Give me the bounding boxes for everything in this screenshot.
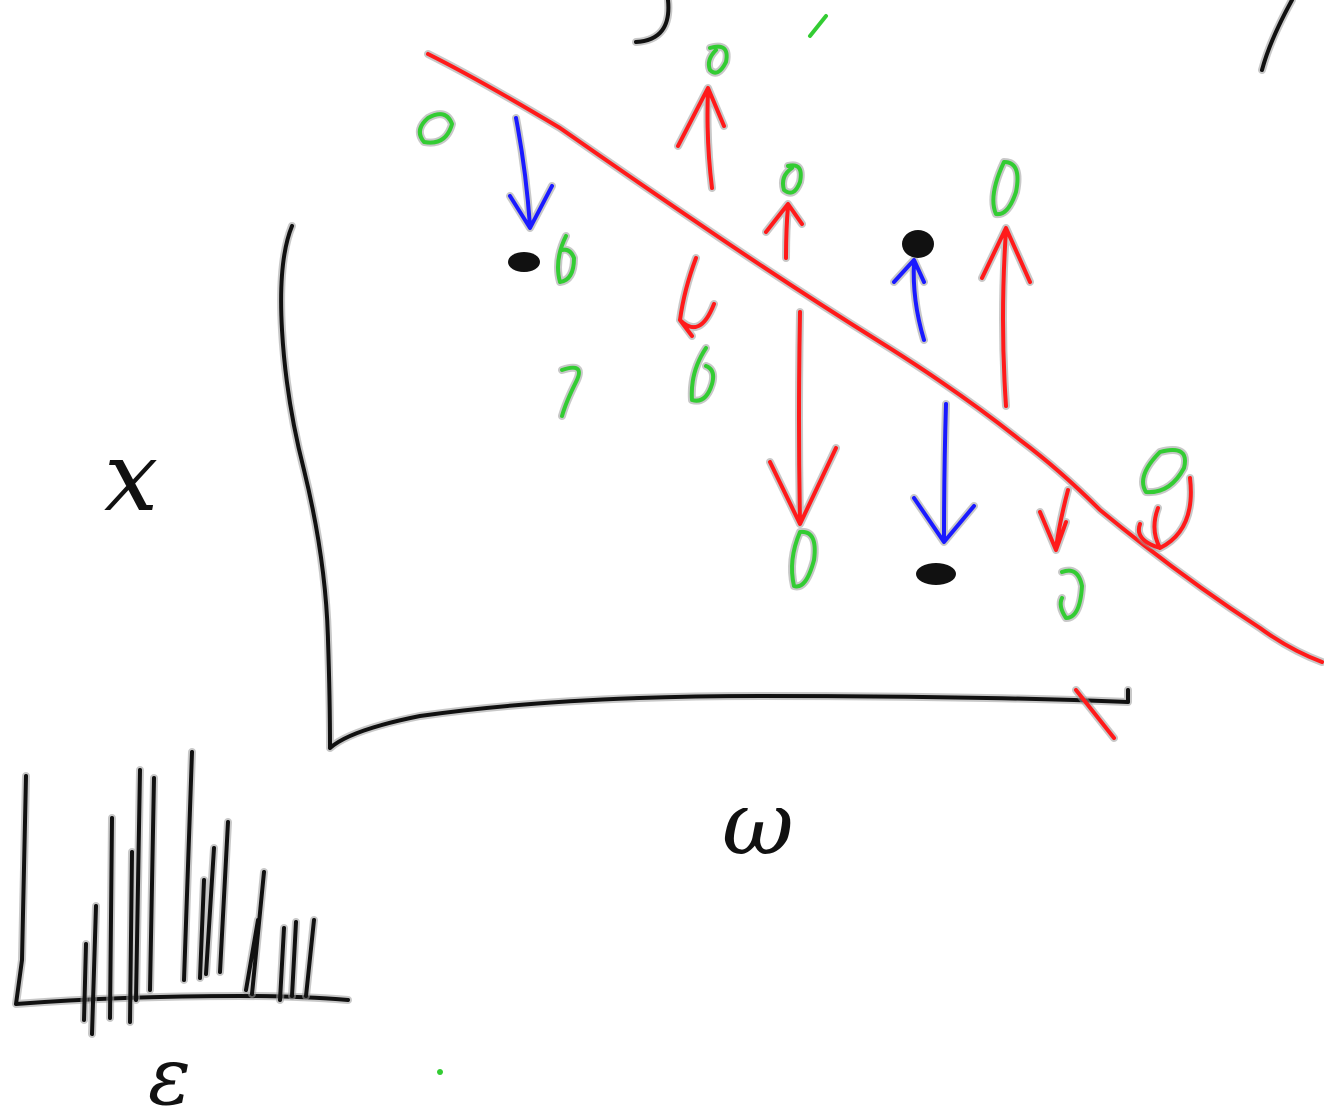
marked-point <box>508 252 540 272</box>
error-histogram <box>12 748 352 1038</box>
residual-arrow-red-2 <box>762 200 806 262</box>
marked-point <box>916 563 956 585</box>
observed-point <box>554 232 578 286</box>
histogram-axis-label: ε <box>148 1030 191 1118</box>
plot-axes <box>277 222 1132 752</box>
observed-point <box>704 42 731 77</box>
x-axis-label-text: ω <box>722 772 794 875</box>
residual-arrow-red-3 <box>676 254 718 340</box>
histogram-axis-label-text: ε <box>148 1030 191 1118</box>
residual-arrow-red-4 <box>766 308 840 528</box>
observed-point <box>779 161 805 197</box>
residual-arrow-red-1 <box>674 84 728 192</box>
observed-point <box>1139 446 1189 497</box>
residual-arrow-red-6 <box>1036 486 1072 554</box>
stray-green-tick <box>808 14 828 38</box>
y-axis-label: x <box>104 421 158 533</box>
observed-point <box>1056 566 1086 622</box>
residual-arrow-red-7 <box>1135 474 1195 552</box>
stray-top-stroke-left <box>632 0 673 46</box>
residual-arrow-blue-2 <box>890 256 928 344</box>
residual-arrow-blue-3 <box>910 400 978 546</box>
marked-point <box>902 230 934 258</box>
residual-arrow-red-5 <box>978 224 1034 410</box>
observed-point <box>415 110 456 147</box>
y-axis-label-text: x <box>104 421 158 533</box>
observed-point <box>558 363 583 420</box>
residual-arrow-blue-1 <box>506 114 556 232</box>
observed-point <box>687 344 718 405</box>
axis-end-tick <box>1072 686 1118 742</box>
regression-line <box>424 50 1324 666</box>
observed-point <box>989 158 1022 219</box>
observed-point <box>788 527 819 591</box>
x-axis-label: ω <box>722 772 794 875</box>
stray-green-dot <box>437 1069 443 1075</box>
stray-top-stroke-right <box>1258 0 1296 74</box>
